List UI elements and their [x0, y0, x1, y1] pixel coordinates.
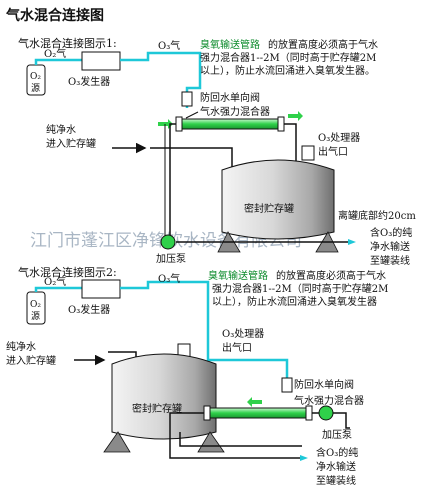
pump-label-2: 加压泵	[322, 429, 352, 441]
pipe-mixer-to-pump-1	[169, 123, 176, 240]
inlet-label-line1-2: 纯净水	[6, 340, 36, 353]
check-valve-2	[281, 377, 293, 393]
mixer-label-2: 气水强力混合器	[294, 394, 364, 407]
sealed-tank-2: 密封贮存罐	[103, 353, 225, 453]
processor-label-line2-2: 出气口	[222, 341, 252, 354]
o3-pipe-1	[120, 51, 202, 108]
inlet-label-line2-2: 进入贮存罐	[6, 354, 56, 367]
o2-source-2-label-bottom: 源	[31, 311, 40, 322]
note-highlight-2: 臭氧输送管路	[208, 269, 268, 282]
outlet-label-line2-2: 净水输送	[316, 460, 356, 473]
inlet-pipe-1	[150, 147, 233, 168]
processor-label-line1-2: O₃处理器	[222, 328, 264, 340]
booster-pump-2	[318, 405, 334, 421]
height-note-1: 离罐底部约20cm	[338, 209, 416, 222]
page-title: 气水混合连接图	[5, 7, 104, 24]
mixer-flange-left-2	[203, 405, 211, 421]
o3-processor-1	[301, 145, 315, 161]
note-line3-2: 以上），防止水流回涌进入臭氧发生器	[212, 295, 377, 308]
o2-pipe-2	[34, 286, 82, 292]
note-line1-2: 的放置高度必须高于气水	[276, 269, 386, 282]
diagram-1-heading: 气水混合连接图示1:	[18, 36, 117, 50]
o2-gas-label-1: O₂气	[44, 47, 66, 60]
generator-label-1: O₃发生器	[68, 75, 110, 88]
note-line1-1: 的放置高度必须高于气水	[268, 38, 378, 51]
outlet-label-line3-2: 至罐装线	[316, 474, 356, 487]
mixer-label-1: 气水强力混合器	[200, 105, 270, 118]
inlet-label-line2-1: 进入贮存罐	[46, 137, 96, 150]
outlet-label-line1-2: 含O₃的纯	[316, 446, 358, 459]
gas-water-mixer-1	[179, 118, 281, 130]
outlet-label-line3-1: 至罐装线	[370, 254, 410, 267]
flow-arrow-1b	[288, 111, 303, 121]
outlet-arrow-2	[300, 455, 308, 461]
o3-gas-label-2: O₃气	[158, 272, 180, 285]
o3-pipe-2	[120, 280, 289, 378]
inlet-label-line1-1: 纯净水	[46, 123, 76, 136]
note-highlight-1: 臭氧输送管路	[200, 38, 260, 51]
o2-source-1-label-top: O₂	[30, 72, 41, 82]
pipe-pump-out-2	[333, 412, 350, 429]
diagram-1: 气水混合连接图示1: O₂ 源 O₂气 O₃发生器 O₃气 臭氧输送管路 的放置…	[18, 36, 416, 267]
pipe-mixer-left-2	[169, 412, 204, 440]
note-line2-1: 强力混合器1--2M（同时高于贮存罐2M	[200, 51, 376, 64]
booster-pump-1	[160, 234, 176, 250]
generator-label-2: O₃发生器	[68, 303, 110, 316]
mixer-flange-right-2	[305, 405, 313, 421]
outlet-label-line2-1: 净水输送	[370, 240, 410, 253]
o2-pipe-1	[34, 58, 82, 65]
o2-gas-label-2: O₂气	[44, 275, 66, 288]
diagram-2-heading: 气水混合连接图示2:	[18, 265, 117, 279]
flow-arrow-2a	[247, 397, 262, 407]
mixer-pointer-1	[185, 111, 199, 119]
pipe-outlet-2	[169, 440, 300, 459]
diagram-2: 气水混合连接图示2: O₂ 源 O₂气 O₃发生器 O₃气 臭氧输送管路 的放置…	[6, 265, 388, 487]
o2-source-2-label-top: O₂	[30, 300, 41, 310]
o3-gas-label-1: O₃气	[158, 39, 180, 52]
processor-label-line1-1: O₃处理器	[318, 132, 360, 144]
note-line2-2: 强力混合器1--2M（同时高于贮存罐2M	[212, 282, 388, 295]
outlet-label-line1-1: 含O₃的纯	[370, 226, 412, 239]
pump-label-1: 加压泵	[156, 253, 186, 265]
o3-generator-2	[81, 279, 121, 299]
check-valve-label-2: 防回水单向阀	[294, 378, 354, 391]
pipe-bottom-2	[179, 432, 302, 447]
gas-water-mixer-2	[207, 407, 309, 419]
outlet-arrow-1	[348, 239, 356, 245]
o2-source-2: O₂ 源	[26, 291, 46, 325]
o3-generator-1	[81, 51, 121, 71]
check-valve-label-1: 防回水单向阀	[200, 91, 260, 104]
o2-source-1: O₂ 源	[26, 64, 46, 96]
mixer-flange-right-1	[277, 116, 285, 132]
tank-label-2: 密封贮存罐	[132, 402, 182, 415]
processor-label-line2-1: 出气口	[318, 145, 348, 158]
tank-label-1: 密封贮存罐	[244, 202, 294, 215]
o2-source-1-label-bottom: 源	[31, 83, 40, 94]
check-valve-1	[181, 91, 193, 107]
note-line3-1: 以上），防止水流回涌进入臭氧发生器。	[200, 64, 375, 77]
mixer-flange-left-1	[175, 116, 183, 132]
